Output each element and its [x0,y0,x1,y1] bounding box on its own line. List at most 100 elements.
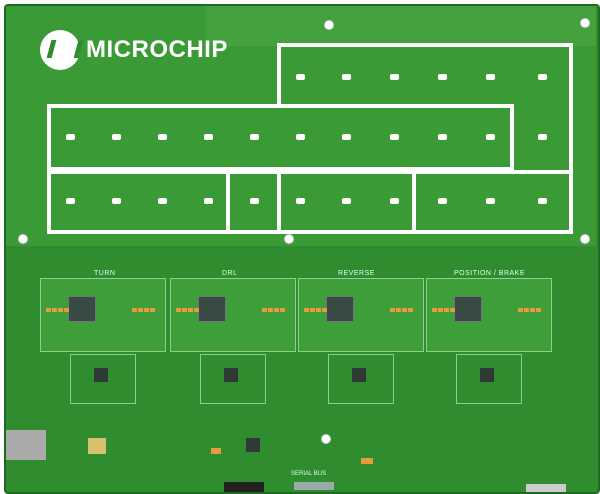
led [204,198,213,204]
pad [450,308,455,312]
led [438,198,447,204]
led [538,134,547,140]
mounting-hole [324,20,334,30]
pad [150,308,155,312]
regulator-section [456,354,522,404]
pad [58,308,63,312]
led [390,134,399,140]
led-outline-middle [47,104,514,171]
led [158,198,167,204]
led [486,74,495,80]
led [390,198,399,204]
led [342,198,351,204]
driver-ic [326,296,354,322]
led-outline-bottom-right [412,170,573,234]
led [538,74,547,80]
led [66,134,75,140]
pad [188,308,193,312]
pad [52,308,57,312]
led [296,134,305,140]
led [538,198,547,204]
driver-ic [198,296,226,322]
microchip-logo: MICROCHIP [40,30,228,70]
mounting-hole [284,234,294,244]
channel-label-reverse: REVERSE [338,270,375,277]
programming-header [224,482,264,492]
serial-bus-header [294,482,334,490]
driver-section [40,278,166,352]
pad [524,308,529,312]
regulator-ic [352,368,366,382]
regulator-section [70,354,136,404]
component [88,438,106,454]
pad [64,308,69,312]
pad [46,308,51,312]
led [204,134,213,140]
led [390,74,399,80]
microchip-logo-icon [40,30,80,70]
connector [526,484,566,492]
pad [268,308,273,312]
led [250,134,259,140]
driver-section [298,278,424,352]
regulator-section [200,354,266,404]
led [296,198,305,204]
channel-label-position-brake: POSITION / BRAKE [454,270,526,277]
mounting-hole [580,18,590,28]
pad [182,308,187,312]
pad [408,308,413,312]
copper-zone [206,6,596,46]
channel-label-turn: TURN [94,270,116,277]
pad [444,308,449,312]
pad [536,308,541,312]
led [66,198,75,204]
led [112,198,121,204]
driver-ic [68,296,96,322]
driver-ic [454,296,482,322]
brand-text: MICROCHIP [86,36,228,63]
power-connector [6,430,46,460]
led [112,134,121,140]
regulator-section [328,354,394,404]
led [438,74,447,80]
pad [361,458,373,464]
pad [194,308,199,312]
mounting-hole [18,234,28,244]
pad [518,308,523,312]
pad [402,308,407,312]
led [342,134,351,140]
pad [390,308,395,312]
pad [176,308,181,312]
pad [262,308,267,312]
pad [280,308,285,312]
pad [144,308,149,312]
led [438,134,447,140]
regulator-ic [480,368,494,382]
pad [274,308,279,312]
pad [322,308,327,312]
pad [316,308,321,312]
pad [396,308,401,312]
pcb-board: MICROCHIP TURN DRL REVERSE POSITION / BR… [4,4,600,494]
mounting-hole [321,434,331,444]
pad [304,308,309,312]
led [486,198,495,204]
led [158,134,167,140]
microcontroller-chip [246,438,260,452]
pad [138,308,143,312]
channel-label-drl: DRL [222,270,238,277]
led [486,134,495,140]
serial-bus-label: SERIAL BUS [291,471,327,477]
pad [132,308,137,312]
led [296,74,305,80]
driver-section [170,278,296,352]
regulator-ic [94,368,108,382]
led [250,198,259,204]
pad [310,308,315,312]
pad [211,448,221,454]
mounting-hole [580,234,590,244]
pad [530,308,535,312]
driver-section [426,278,552,352]
led [342,74,351,80]
pad [438,308,443,312]
